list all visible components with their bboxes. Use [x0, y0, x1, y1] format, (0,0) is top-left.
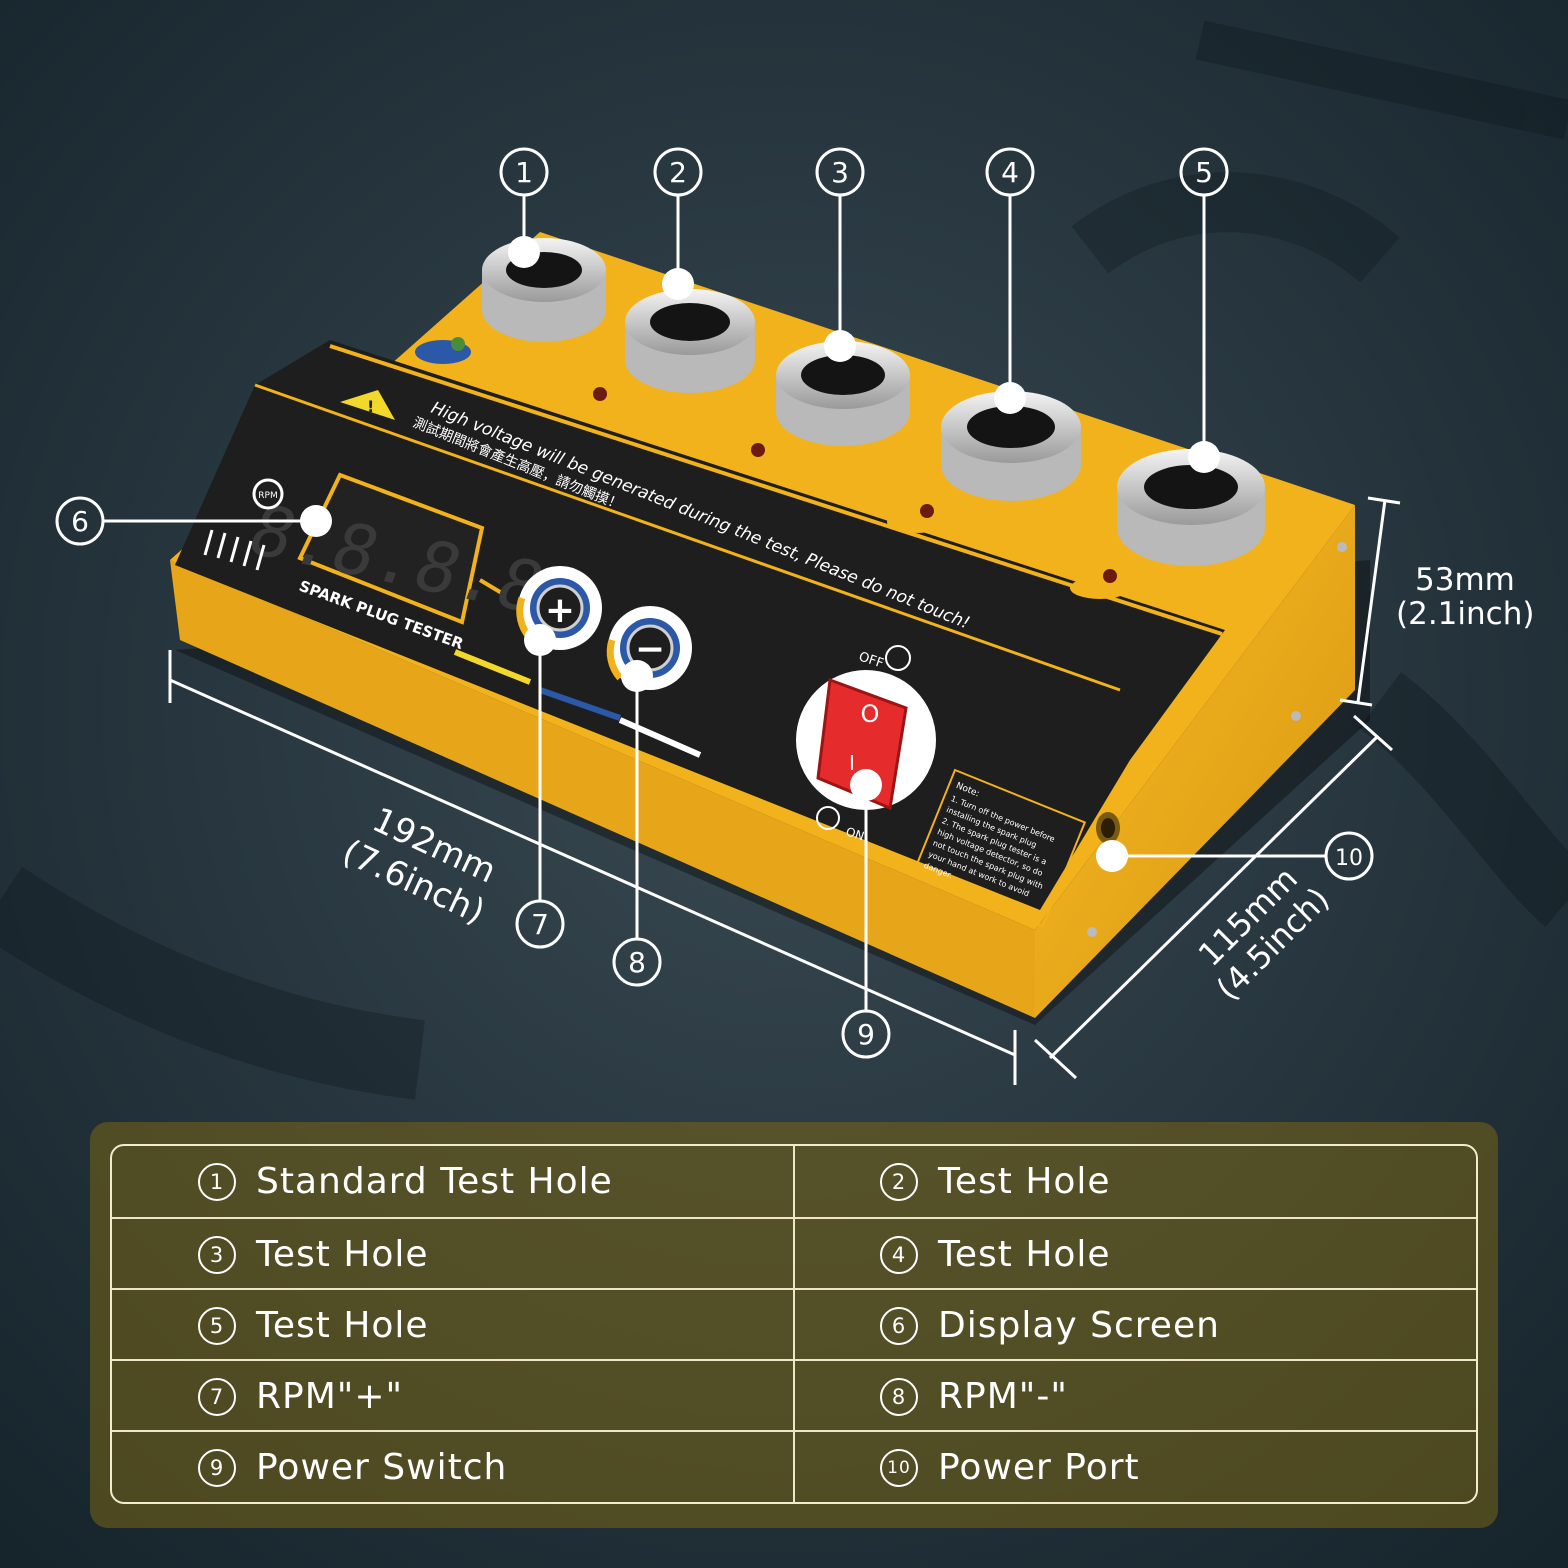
switch-off-label: OFF: [857, 650, 886, 672]
legend-label: Test Hole: [938, 1234, 1111, 1275]
legend-item-3: 3 Test Hole: [198, 1219, 788, 1290]
rpm-badge-text: RPM: [258, 491, 277, 501]
legend-item-4: 4 Test Hole: [880, 1219, 1470, 1290]
legend-item-7: 7 RPM"+": [198, 1361, 788, 1432]
legend-label: Display Screen: [938, 1305, 1220, 1346]
rpm-plus-button[interactable]: +: [516, 566, 602, 650]
spark-plug-icons: [203, 529, 266, 571]
callout-9: 9: [857, 1018, 875, 1051]
legend-item-6: 6 Display Screen: [880, 1290, 1470, 1361]
device-front-edge: [170, 560, 1035, 1018]
legend-label: Power Switch: [256, 1447, 508, 1488]
tester-light-3: [887, 504, 947, 533]
legend-label: Test Hole: [256, 1234, 429, 1275]
legend-column-divider: [793, 1146, 795, 1502]
screw: [1291, 711, 1301, 721]
switch-on-label: ON: [844, 825, 866, 844]
tester-light-4: [1070, 569, 1130, 599]
legend-number: 7: [198, 1377, 236, 1416]
background-hoses: [0, 20, 1568, 1100]
callout-1: 1: [515, 156, 533, 189]
legend-item-9: 9 Power Switch: [198, 1432, 788, 1502]
test-hole-5: [1117, 449, 1265, 566]
callout-10: 10: [1335, 846, 1363, 871]
callout-7: 7: [531, 908, 549, 941]
callout-2: 2: [669, 156, 687, 189]
dimension-lines: [168, 496, 1401, 1085]
device-right-side: [1035, 505, 1355, 1018]
screw: [1337, 542, 1347, 552]
callout-circles: [55, 147, 1374, 1059]
callout-3: 3: [831, 156, 849, 189]
legend-number: 5: [198, 1306, 236, 1345]
tester-light-2: [718, 443, 778, 471]
legend-row: 9 Power Switch 10 Power Port: [112, 1430, 1476, 1502]
legend-row: 1 Standard Test Hole 2 Test Hole: [112, 1146, 1476, 1217]
legend-number: 10: [880, 1448, 918, 1487]
legend-number: 9: [198, 1448, 236, 1487]
legend-number: 1: [198, 1162, 236, 1201]
legend-row: 3 Test Hole 4 Test Hole: [112, 1217, 1476, 1290]
device-black-panel: [175, 340, 1225, 910]
legend-label: Power Port: [938, 1447, 1140, 1488]
switch-off-symbol: O: [861, 700, 880, 728]
tester-light-1: [560, 387, 620, 416]
legend-item-5: 5 Test Hole: [198, 1290, 788, 1361]
legend-row: 5 Test Hole 6 Display Screen: [112, 1288, 1476, 1361]
dim-height-inch: (2.1inch): [1396, 596, 1534, 632]
legend-number: 2: [880, 1162, 918, 1201]
legend-label: Test Hole: [938, 1161, 1111, 1202]
rpm-badge: RPM: [252, 478, 284, 510]
legend-label: Standard Test Hole: [256, 1161, 613, 1202]
switch-on-symbol: I: [849, 751, 855, 775]
callout-8: 8: [628, 946, 646, 979]
callout-dots: [300, 236, 1220, 872]
legend-number: 8: [880, 1377, 918, 1416]
warning-icon-mark: !: [367, 397, 374, 416]
legend-item-1: 1 Standard Test Hole: [198, 1146, 788, 1217]
legend-number: 6: [880, 1306, 918, 1345]
power-switch[interactable]: O I OFF ON: [796, 645, 936, 844]
normal-light-led: [451, 337, 465, 351]
legend-number: 3: [198, 1235, 236, 1274]
callout-leaders: [104, 196, 1325, 1010]
test-hole-1: [482, 238, 606, 342]
test-hole-2: [625, 289, 755, 393]
callout-5: 5: [1195, 156, 1213, 189]
callout-6: 6: [71, 505, 89, 538]
plus-icon: +: [545, 590, 575, 631]
test-hole-3: [776, 341, 910, 446]
legend-label: Test Hole: [256, 1305, 429, 1346]
power-port: [1096, 812, 1120, 844]
legend-row: 7 RPM"+" 8 RPM"-": [112, 1359, 1476, 1432]
screw: [1087, 927, 1097, 937]
legend-item-2: 2 Test Hole: [880, 1146, 1470, 1217]
switch-on-mark: [816, 806, 840, 830]
warning-icon: [340, 390, 395, 420]
legend-label: RPM"+": [256, 1376, 404, 1417]
test-hole-4: [941, 391, 1081, 501]
legend-item-10: 10 Power Port: [880, 1432, 1470, 1502]
dim-height-mm: 53mm: [1415, 562, 1515, 598]
legend-label: RPM"-": [938, 1376, 1068, 1417]
callout-4: 4: [1001, 156, 1019, 189]
legend-item-8: 8 RPM"-": [880, 1361, 1470, 1432]
legend-number: 4: [880, 1235, 918, 1274]
